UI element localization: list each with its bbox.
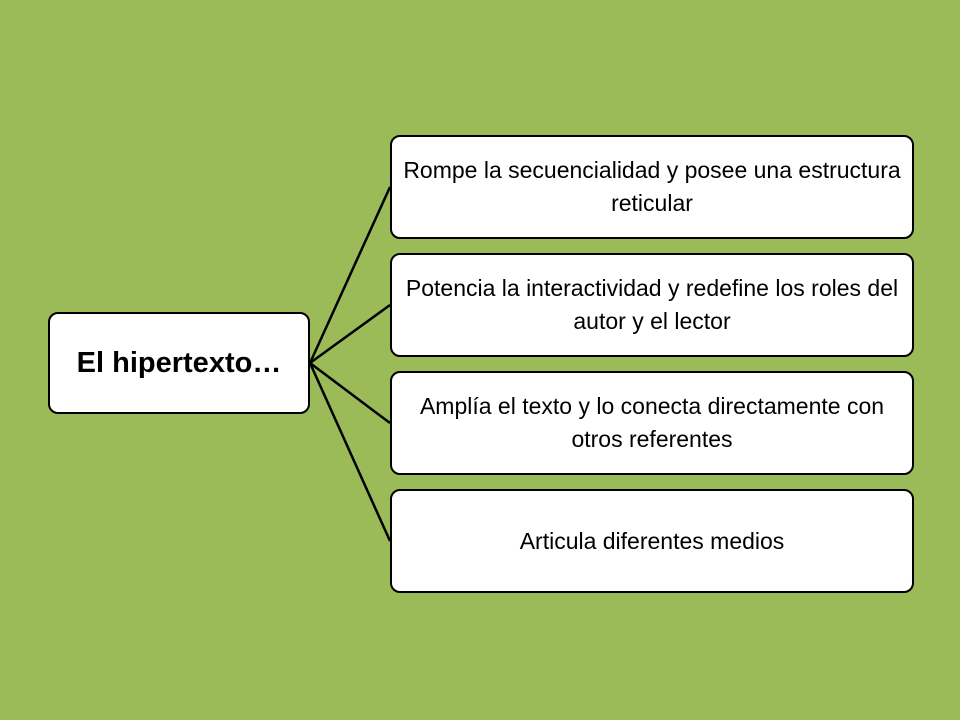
child-node-4: Articula diferentes medios xyxy=(390,489,914,593)
connector-1 xyxy=(308,186,392,364)
child-node-label: Rompe la secuencialidad y posee una estr… xyxy=(403,157,901,216)
child-node-label: Potencia la interactividad y redefine lo… xyxy=(405,275,899,334)
connector-3 xyxy=(309,362,391,424)
child-node-label: Articula diferentes medios xyxy=(519,527,785,554)
child-node-2: Potencia la interactividad y redefine lo… xyxy=(390,253,914,357)
connector-4 xyxy=(308,362,392,542)
root-node: El hipertexto… xyxy=(48,312,310,414)
child-node-label: Amplía el texto y lo conecta directament… xyxy=(419,393,885,452)
connector-2 xyxy=(309,303,391,365)
child-node-1: Rompe la secuencialidad y posee una estr… xyxy=(390,135,914,239)
root-node-label: El hipertexto… xyxy=(76,346,282,379)
child-node-3: Amplía el texto y lo conecta directament… xyxy=(390,371,914,475)
